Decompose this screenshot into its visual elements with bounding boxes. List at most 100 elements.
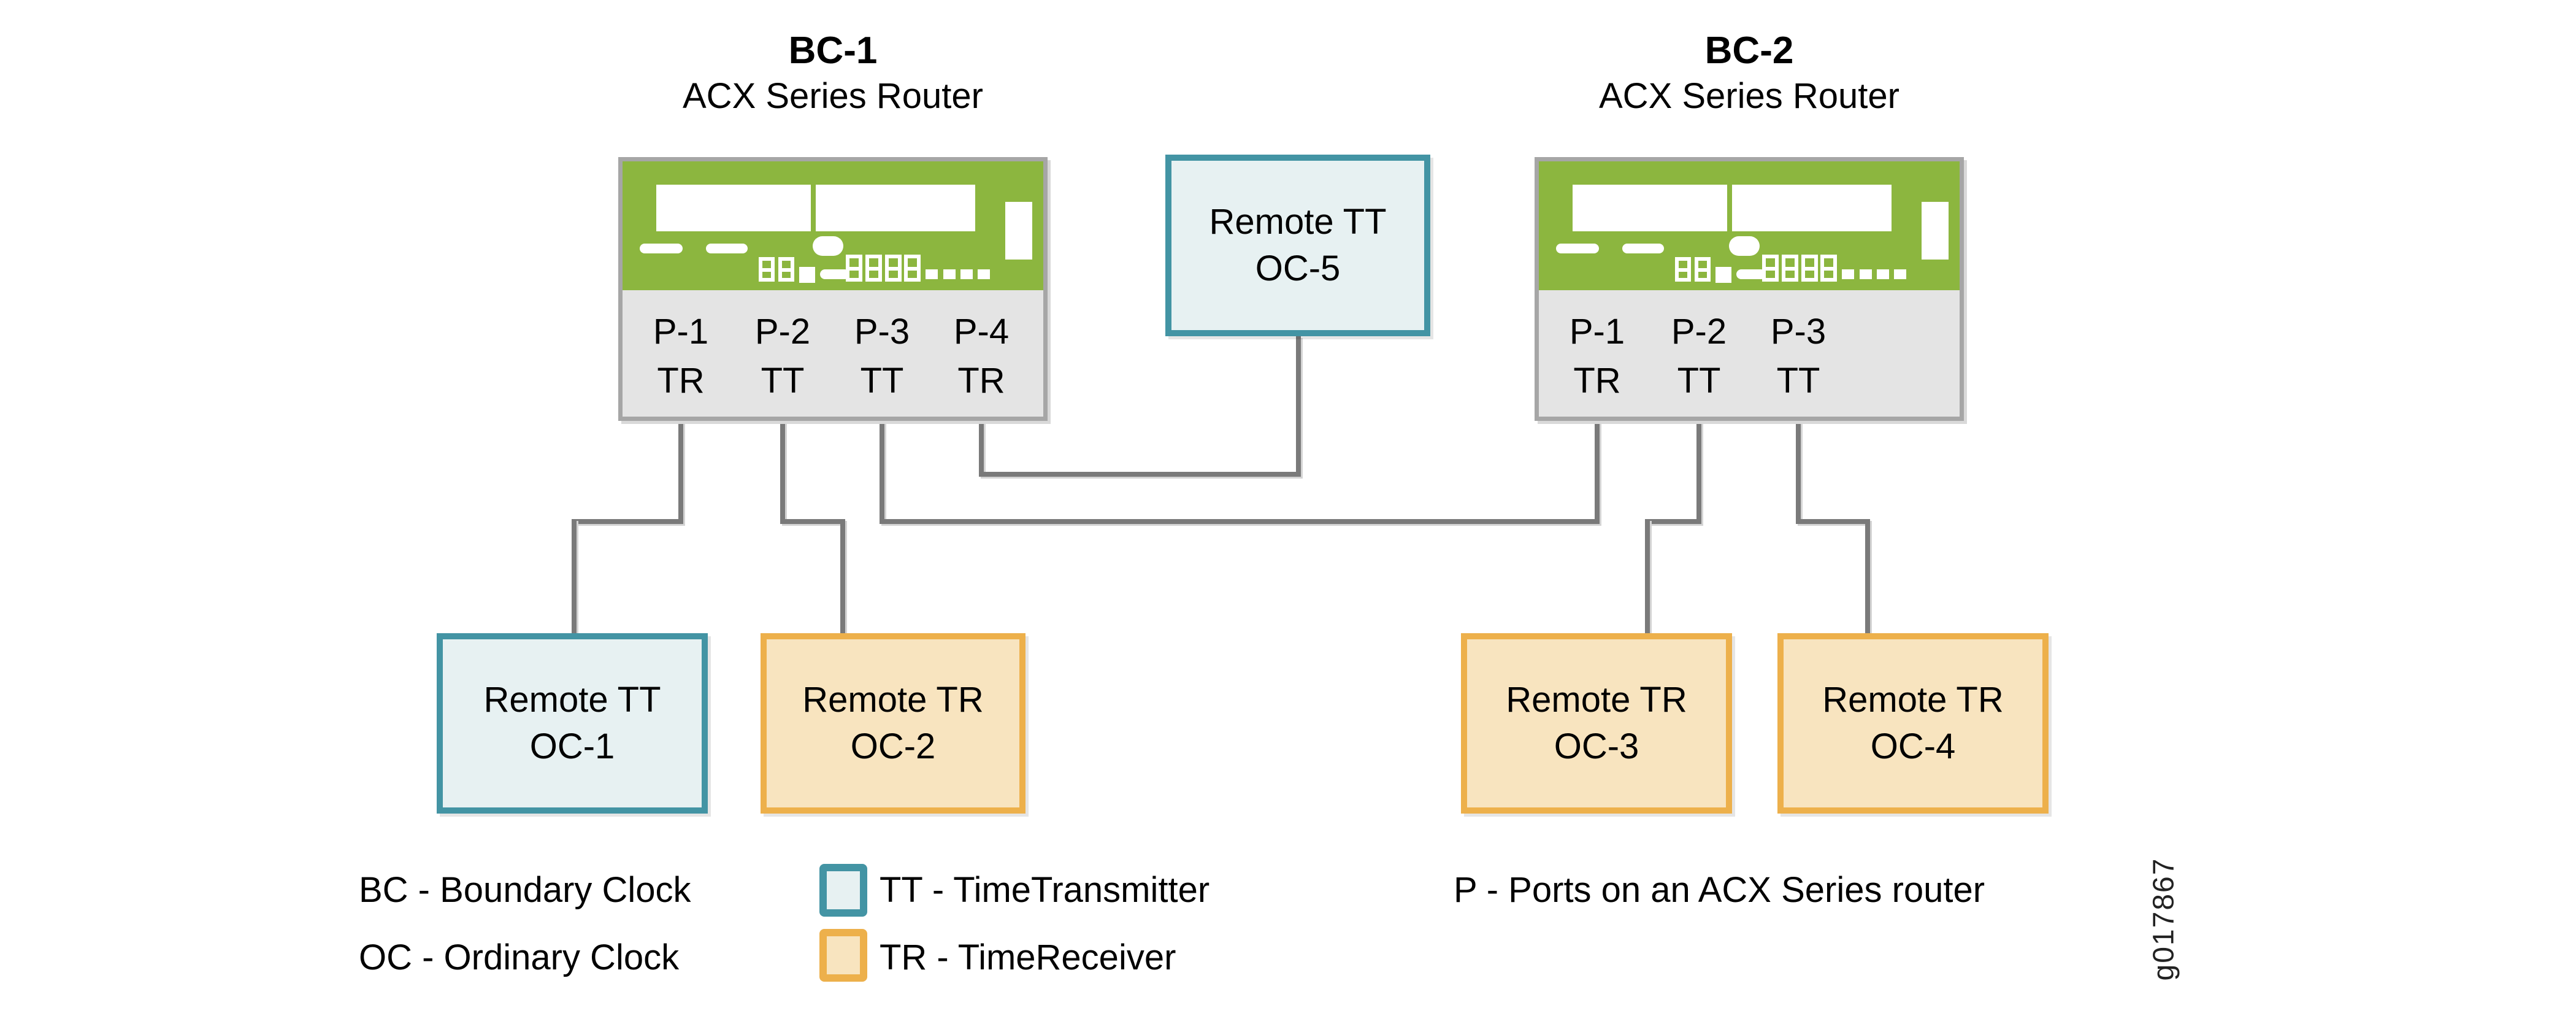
faceplate-slot-icon bbox=[640, 244, 683, 253]
port-name: P-1 bbox=[1569, 312, 1625, 352]
link-bc1p1-oc1-horizontal bbox=[572, 519, 683, 524]
clock-id-label: OC-3 bbox=[1554, 726, 1639, 766]
port-role: TR bbox=[957, 361, 1005, 401]
faceplate-port-icon bbox=[1801, 255, 1818, 282]
faceplate-connector-icon bbox=[1729, 236, 1760, 256]
faceplate-port-icon bbox=[1715, 267, 1731, 283]
figure-id-label: g017867 bbox=[2147, 857, 2180, 981]
clock-id-label: OC-5 bbox=[1255, 248, 1341, 288]
faceplate-port-icon bbox=[1675, 257, 1691, 282]
faceplate-led-icon bbox=[926, 269, 938, 279]
bc2-title-block: BC-2 ACX Series Router bbox=[1535, 29, 1964, 117]
bc1-port-p3: P-3 TT bbox=[830, 307, 934, 406]
legend-oc-label: OC - Ordinary Clock bbox=[359, 938, 680, 977]
clock-role-label: Remote TT bbox=[483, 680, 661, 720]
link-bc1p2-oc2-horizontal bbox=[780, 519, 845, 524]
port-role: TT bbox=[1677, 361, 1721, 401]
faceplate-slot-icon bbox=[1736, 269, 1766, 279]
bc2-port-p3: P-3 TT bbox=[1746, 307, 1850, 406]
port-role: TT bbox=[860, 361, 904, 401]
faceplate-led-icon bbox=[960, 269, 973, 279]
faceplate-slot-icon bbox=[1556, 244, 1599, 253]
port-role: TR bbox=[657, 361, 705, 401]
port-name: P-2 bbox=[1671, 312, 1727, 352]
port-role: TR bbox=[1573, 361, 1621, 401]
clock-box-oc3: Remote TR OC-3 bbox=[1461, 633, 1732, 814]
link-bc2p3-stub bbox=[1796, 420, 1801, 524]
faceplate-port-icon bbox=[885, 255, 902, 282]
faceplate-panel-icon bbox=[1732, 185, 1892, 231]
bc1-title: BC-1 bbox=[788, 29, 878, 72]
faceplate-led-icon bbox=[1860, 269, 1872, 279]
bc1-port-p1: P-1 TR bbox=[629, 307, 733, 406]
link-bc2p2-oc3-horizontal bbox=[1645, 519, 1701, 524]
clock-id-label: OC-4 bbox=[1870, 726, 1956, 766]
port-name: P-1 bbox=[653, 312, 709, 352]
port-role: TT bbox=[1776, 361, 1820, 401]
bc1-subtitle: ACX Series Router bbox=[683, 76, 983, 116]
faceplate-slot-icon bbox=[820, 269, 849, 279]
legend-tr-swatch-icon bbox=[819, 929, 867, 982]
faceplate-port-icon bbox=[1820, 255, 1837, 282]
legend-tt-label: TT - TimeTransmitter bbox=[880, 870, 1210, 910]
clock-box-oc1: Remote TT OC-1 bbox=[437, 633, 708, 814]
faceplate-led-icon bbox=[943, 269, 956, 279]
faceplate-port-icon bbox=[865, 255, 882, 282]
legend-bc-label: BC - Boundary Clock bbox=[359, 870, 691, 910]
faceplate-slot-icon bbox=[706, 244, 748, 253]
faceplate-module-icon bbox=[1005, 202, 1032, 260]
bc2-subtitle: ACX Series Router bbox=[1599, 76, 1899, 116]
clock-role-label: Remote TR bbox=[1822, 680, 2004, 720]
link-bc1p1-stub bbox=[678, 420, 683, 524]
faceplate-port-icon bbox=[799, 267, 815, 283]
link-oc2-drop bbox=[840, 519, 845, 634]
link-bc1p4-oc5-horizontal bbox=[979, 472, 1301, 477]
faceplate-module-icon bbox=[1922, 202, 1949, 260]
bc2-port-p1: P-1 TR bbox=[1545, 307, 1649, 406]
link-oc3-drop bbox=[1645, 519, 1650, 634]
clock-box-oc4: Remote TR OC-4 bbox=[1777, 633, 2049, 814]
legend-tt-swatch-icon bbox=[819, 864, 867, 917]
link-oc4-drop bbox=[1865, 519, 1870, 634]
clock-role-label: Remote TT bbox=[1209, 202, 1387, 242]
clock-role-label: Remote TR bbox=[1506, 680, 1687, 720]
link-bc2p3-oc4-horizontal bbox=[1796, 519, 1870, 524]
link-bc1p2-stub bbox=[780, 420, 785, 524]
faceplate-led-icon bbox=[978, 269, 990, 279]
router-bc2-faceplate bbox=[1539, 161, 1960, 290]
faceplate-panel-icon bbox=[1573, 185, 1727, 231]
faceplate-port-icon bbox=[1695, 257, 1711, 282]
faceplate-port-icon bbox=[1762, 255, 1779, 282]
clock-box-oc5: Remote TT OC-5 bbox=[1165, 155, 1430, 336]
clock-role-label: Remote TR bbox=[802, 680, 984, 720]
link-bc1p3-stub bbox=[880, 420, 884, 524]
faceplate-led-icon bbox=[1894, 269, 1906, 279]
link-oc5-drop bbox=[1296, 336, 1301, 477]
bc2-port-p2: P-2 TT bbox=[1647, 307, 1751, 406]
faceplate-led-icon bbox=[1877, 269, 1889, 279]
bc1-title-block: BC-1 ACX Series Router bbox=[618, 29, 1048, 117]
faceplate-slot-icon bbox=[1622, 244, 1664, 253]
port-name: P-3 bbox=[854, 312, 910, 352]
router-bc2: P-1 TR P-2 TT P-3 TT bbox=[1535, 157, 1964, 421]
faceplate-connector-icon bbox=[813, 236, 843, 256]
port-name: P-3 bbox=[1770, 312, 1827, 352]
faceplate-panel-icon bbox=[656, 185, 811, 231]
bc1-port-p4: P-4 TR bbox=[929, 307, 1033, 406]
port-name: P-2 bbox=[754, 312, 811, 352]
router-bc1: P-1 TR P-2 TT P-3 TT P-4 TR bbox=[618, 157, 1048, 421]
faceplate-panel-icon bbox=[816, 185, 975, 231]
clock-id-label: OC-2 bbox=[850, 726, 936, 766]
faceplate-port-icon bbox=[1782, 255, 1798, 282]
clock-box-oc2: Remote TR OC-2 bbox=[761, 633, 1025, 814]
link-oc1-drop bbox=[572, 519, 577, 634]
faceplate-port-icon bbox=[759, 257, 775, 282]
faceplate-port-icon bbox=[846, 255, 862, 282]
link-bc1p4-stub bbox=[979, 420, 984, 477]
link-bc2p1-stub bbox=[1595, 420, 1600, 524]
link-bc2p2-stub bbox=[1696, 420, 1701, 524]
router-bc1-faceplate bbox=[623, 161, 1043, 290]
link-bc1p3-bc2p1-horizontal bbox=[880, 519, 1600, 524]
faceplate-port-icon bbox=[778, 257, 794, 282]
